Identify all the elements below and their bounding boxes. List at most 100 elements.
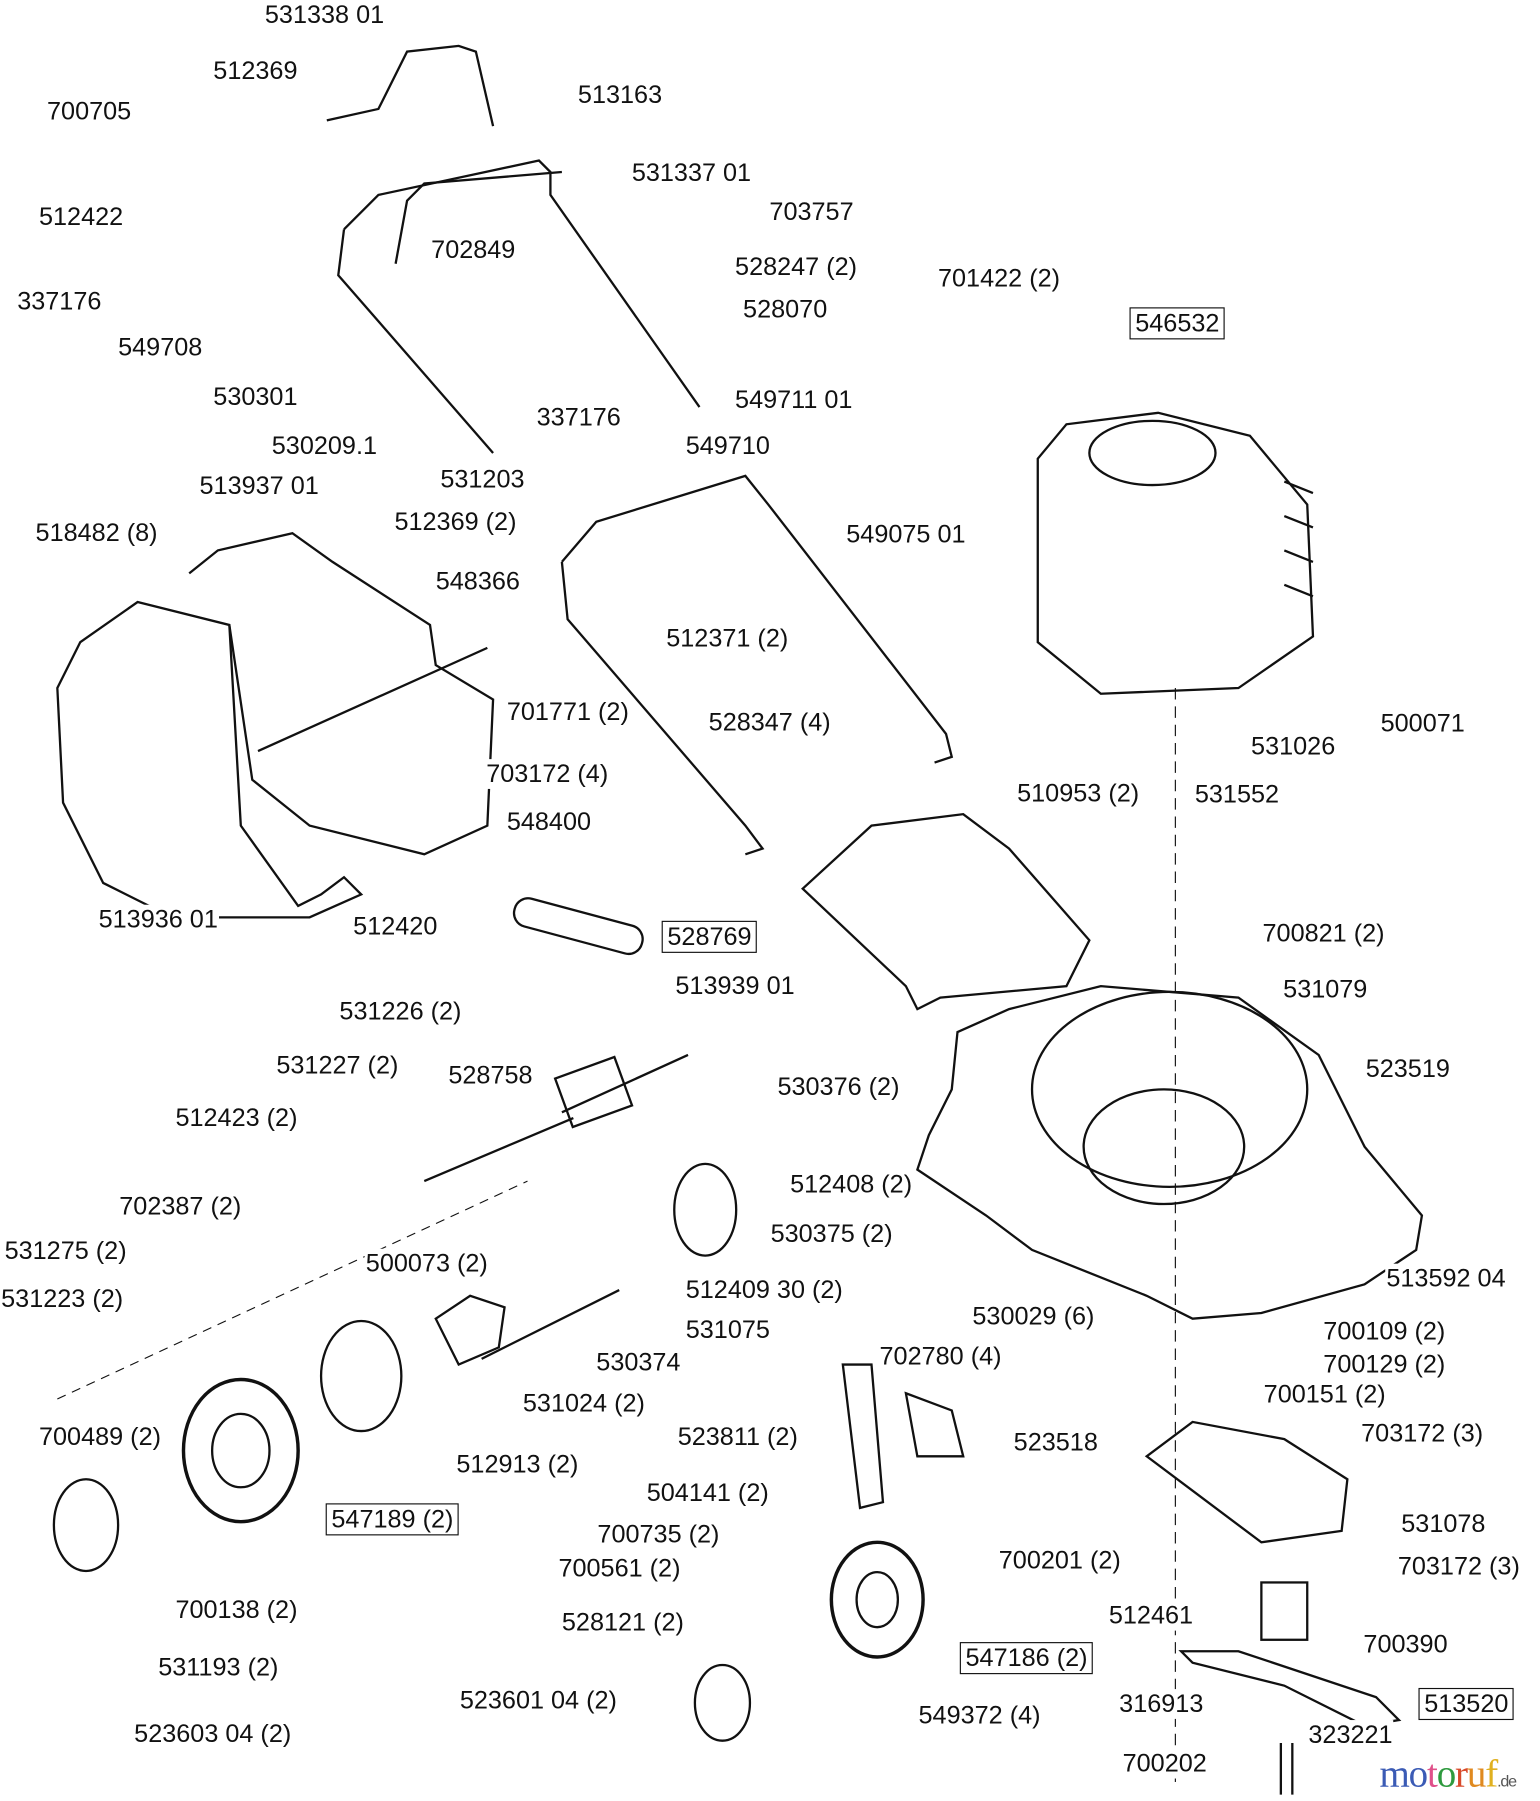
engine-fins [1283,480,1314,598]
part-label: 323221 [1307,1720,1394,1750]
part-label: 512422 [37,201,125,232]
part-label: 523811 (2) [676,1421,799,1452]
grass-bag-front [56,600,364,919]
part-label: 523519 [1364,1053,1452,1084]
part-label: 700705 [45,96,133,127]
part-label: 700821 (2) [1261,918,1386,949]
front-wheel-hub [855,1570,900,1629]
part-label: 531227 (2) [275,1050,400,1081]
rear-disc [319,1319,403,1433]
part-label: 549711 01 [733,385,854,416]
part-label: 528070 [741,294,829,325]
part-label: 531075 [684,1315,772,1346]
grass-bag-rod [257,646,488,753]
handle-bar [337,159,701,454]
rear-axis-line [57,1180,528,1400]
part-label: 531223 (2) [0,1284,125,1315]
mower-deck [915,985,1424,1320]
part-label: 530375 (2) [769,1218,894,1249]
part-label: 530209.1 [270,431,379,461]
part-label: 549710 [684,431,772,461]
part-label: 548366 [434,566,522,597]
axle-bracket [434,1294,506,1367]
engine-top [1088,419,1217,487]
part-label: 700138 (2) [174,1595,299,1625]
deck-opening [1082,1088,1246,1206]
part-label: 512369 (2) [393,506,518,537]
part-label: 523601 04 (2) [458,1685,619,1716]
deck-rim [1030,990,1309,1188]
part-label-boxed: 547189 (2) [325,1503,460,1536]
rear-wheel [181,1377,300,1524]
front-hubcap [693,1663,752,1742]
part-label: 512409 30 (2) [684,1275,844,1305]
lower-handle [560,474,954,856]
front-wheel [829,1540,925,1659]
gearbox [553,1055,634,1129]
part-label: 531078 [1400,1509,1487,1539]
watermark-logo: motoruf.de [1379,1753,1517,1796]
part-label: 528121 (2) [560,1607,686,1638]
part-label: 700390 [1362,1629,1449,1660]
part-label: 702387 (2) [118,1191,243,1222]
blade-bolt [1279,1742,1294,1795]
part-label: 512423 (2) [174,1103,299,1133]
part-label: 530376 (2) [776,1072,901,1102]
part-label: 700151 (2) [1262,1379,1387,1410]
part-label-boxed: 546532 [1129,307,1226,340]
part-label: 700109 (2) [1322,1316,1447,1347]
part-label: 531275 (2) [3,1236,128,1266]
front-disc [673,1162,738,1257]
part-label: 316913 [1118,1689,1205,1719]
upper-handle [326,44,495,127]
part-label: 531337 01 [630,158,753,189]
part-label: 500073 (2) [364,1248,489,1279]
part-label: 700202 [1121,1748,1208,1779]
part-label: 510953 (2) [1015,778,1141,809]
part-label: 528247 (2) [733,252,859,283]
part-label: 512369 [212,56,299,87]
part-label: 530374 [595,1347,682,1378]
part-label: 531552 [1193,779,1281,810]
rear-axle [481,1289,620,1360]
part-label-boxed: 547186 (2) [959,1642,1094,1675]
part-label: 530029 (6) [971,1301,1096,1332]
part-label: 701771 (2) [505,697,631,728]
part-label: 701422 (2) [936,263,1062,294]
part-label: 703172 (4) [485,759,610,789]
part-label: 337176 [16,286,103,317]
blade [1178,1650,1402,1727]
part-label: 531024 (2) [521,1388,647,1419]
discharge-cover [801,812,1091,1011]
part-label: 512461 [1107,1600,1195,1631]
blade-adapter [1144,1420,1349,1544]
part-label: 513163 [576,80,664,111]
part-label: 549708 [116,332,204,363]
part-label: 700201 (2) [997,1545,1122,1576]
part-label: 700489 (2) [37,1421,163,1452]
part-label: 702780 (4) [878,1341,1003,1372]
part-label: 700735 (2) [596,1519,721,1550]
part-label: 518482 (8) [34,518,159,549]
part-label: 512913 (2) [455,1449,580,1480]
part-label: 531026 [1249,731,1337,762]
part-label: 549075 01 [845,519,967,550]
part-label: 512371 (2) [665,623,790,654]
part-label: 700561 (2) [557,1553,682,1584]
part-label: 513939 01 [674,971,796,1002]
engine [1036,411,1315,695]
part-label-boxed: 528769 [661,920,758,953]
rear-hubcap [52,1478,120,1573]
part-label: 531203 [439,464,526,495]
part-label: 548400 [505,807,593,838]
part-label: 531226 (2) [338,996,463,1027]
part-label: 703172 (3) [1396,1551,1522,1582]
part-label: 700129 (2) [1322,1349,1447,1380]
part-label: 504141 (2) [645,1478,770,1508]
part-label: 531193 (2) [157,1652,280,1683]
part-label: 523603 04 (2) [133,1718,293,1749]
part-label: 703757 [768,197,855,228]
part-label: 512420 [352,911,439,942]
part-label: 512408 (2) [788,1169,914,1200]
